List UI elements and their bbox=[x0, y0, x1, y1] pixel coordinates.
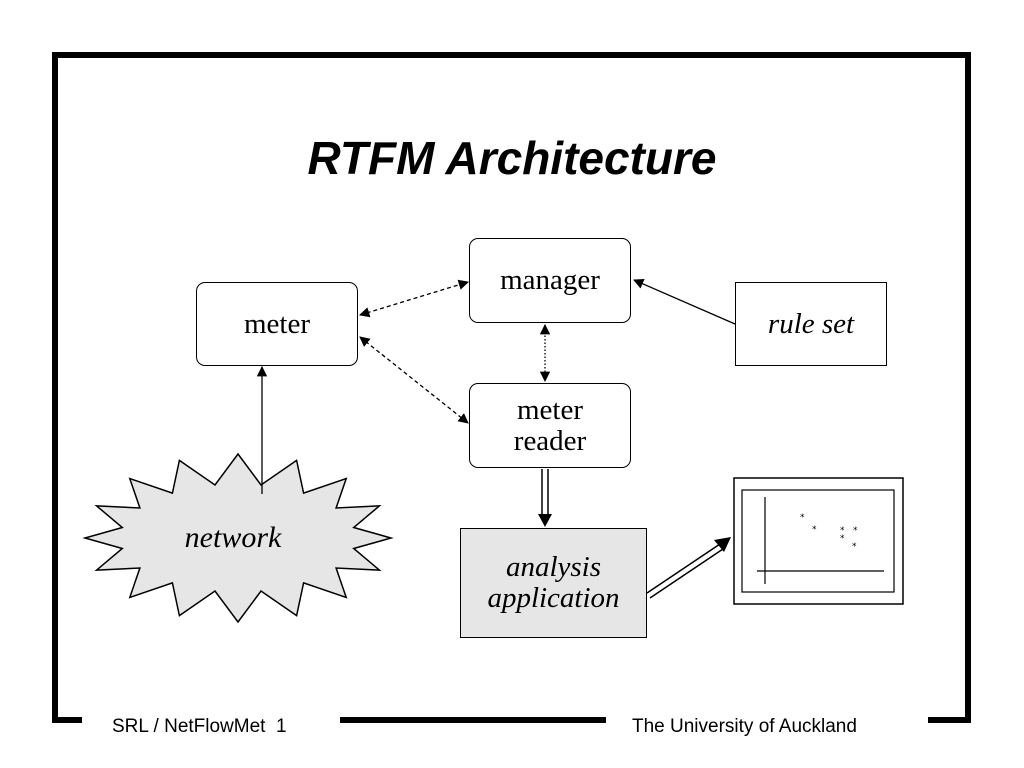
analysis-label-line2: application bbox=[487, 582, 620, 614]
plot-point-5: * bbox=[840, 534, 845, 544]
analysis-display-link-b bbox=[649, 548, 724, 599]
plot-point-4: * bbox=[853, 526, 858, 536]
analysis-display-arrowhead bbox=[714, 537, 731, 552]
plot-point-6: * bbox=[852, 542, 857, 552]
meter-label: meter bbox=[243, 307, 310, 340]
meter-reader-label-line2: reader bbox=[513, 424, 587, 457]
slide-title: RTFM Architecture bbox=[307, 132, 717, 184]
reader-analysis-arrowhead bbox=[538, 514, 552, 527]
analysis-display-link-a bbox=[646, 543, 721, 594]
meter-node: meter bbox=[196, 282, 358, 366]
meter-manager-link bbox=[359, 279, 469, 318]
meter-reader-label-line1: meter bbox=[516, 393, 583, 426]
plot-point-1: * bbox=[800, 513, 805, 523]
rule-set-label: rule set bbox=[767, 307, 855, 340]
meter-reader-link bbox=[359, 336, 469, 424]
manager-node: manager bbox=[469, 238, 631, 323]
analysis-label-line1: analysis bbox=[505, 551, 602, 583]
display-plot-points: ****** bbox=[800, 513, 858, 552]
analysis-application-node: analysis application bbox=[460, 528, 647, 638]
manager-label: manager bbox=[500, 264, 600, 296]
footer-left-text: SRL / NetFlowMet 1 bbox=[112, 715, 287, 739]
plot-point-3: * bbox=[840, 526, 845, 536]
display-inner-frame bbox=[741, 489, 895, 593]
rule-set-node: rule set bbox=[735, 282, 887, 366]
network-label: network bbox=[184, 521, 282, 554]
ruleset-manager-link bbox=[633, 278, 736, 325]
network-cloud-shape bbox=[82, 452, 394, 624]
footer-right-text: The University of Auckland bbox=[632, 715, 857, 739]
plot-point-2: * bbox=[812, 525, 817, 535]
meter-reader-node: meter reader bbox=[469, 383, 631, 468]
